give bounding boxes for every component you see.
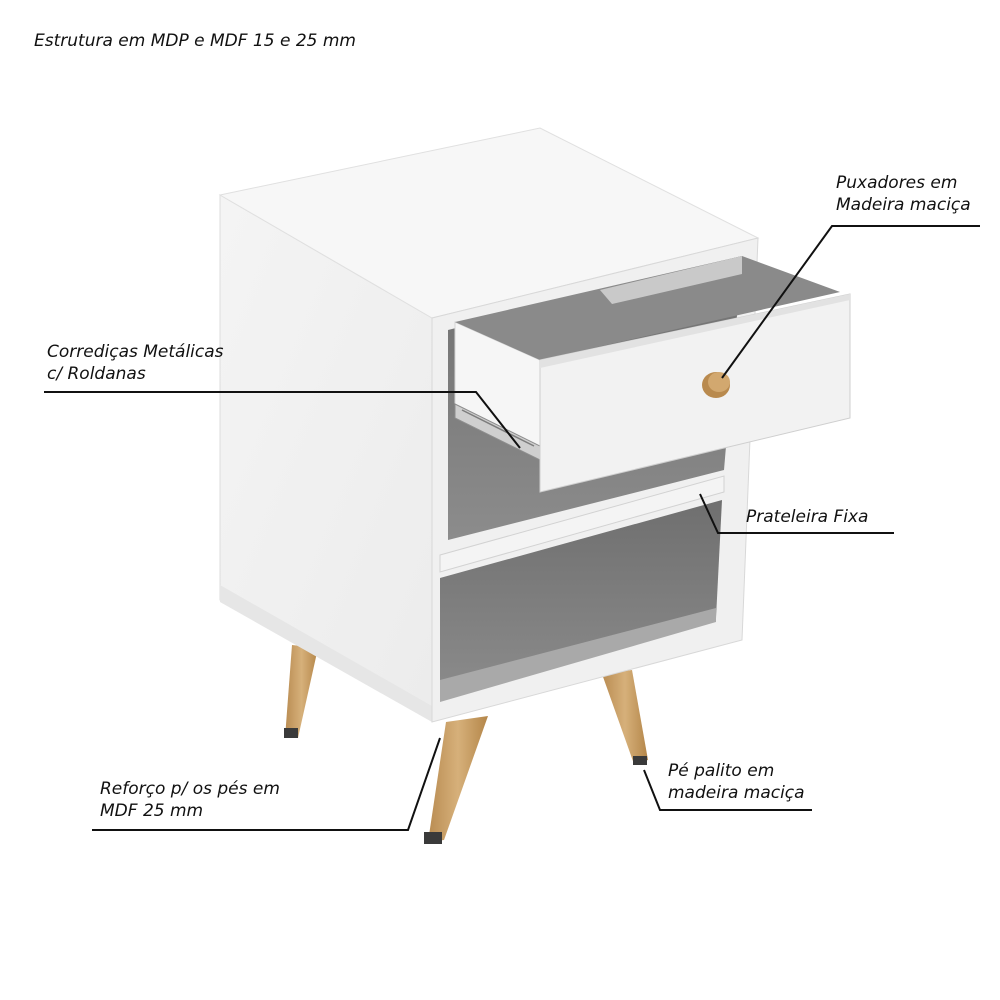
leader-line-reinforcement	[92, 737, 441, 831]
callout-line: MDF 25 mm	[100, 801, 204, 821]
callout-line: Puxadores em	[836, 173, 958, 193]
callout-line: Corrediças Metálicas	[47, 342, 224, 362]
callout-metal-slides: Corrediças Metálicas c/ Roldanas	[47, 341, 224, 385]
callout-line: Pé palito em	[668, 761, 775, 781]
drawer-front-edge	[540, 294, 850, 368]
leader-line-slides	[44, 391, 521, 449]
leg-reinforcement-panel	[220, 585, 432, 722]
leader-line-pulls	[721, 225, 980, 379]
diagram-title: Estrutura em MDP e MDF 15 e 25 mm	[34, 31, 356, 51]
callout-line: Reforço p/ os pés em	[100, 779, 280, 799]
callout-leg-reinforcement: Reforço p/ os pés em MDF 25 mm	[100, 778, 280, 822]
wooden-knob	[702, 372, 730, 398]
callout-line: Madeira maciça	[836, 195, 971, 215]
leader-lines	[44, 225, 980, 831]
leg-back-right	[602, 670, 648, 765]
callout-line: c/ Roldanas	[47, 364, 146, 384]
fixed-shelf	[439, 475, 725, 573]
callout-line: Prateleira Fixa	[746, 507, 869, 527]
lower-compartment-interior	[440, 500, 722, 700]
callout-line: madeira maciça	[668, 783, 805, 803]
leg-back-left	[284, 645, 318, 738]
callout-wooden-pulls: Puxadores em Madeira maciça	[836, 172, 971, 216]
drawer-interior	[455, 256, 840, 360]
drawer-back-wall	[600, 256, 742, 304]
callout-fixed-shelf: Prateleira Fixa	[746, 506, 868, 528]
leg-front-left	[424, 716, 488, 844]
leader-line-legs	[643, 769, 812, 811]
leader-line-shelf	[699, 493, 894, 534]
lower-compartment-floor	[440, 608, 716, 702]
callout-wooden-legs: Pé palito em madeira maciça	[668, 760, 805, 804]
